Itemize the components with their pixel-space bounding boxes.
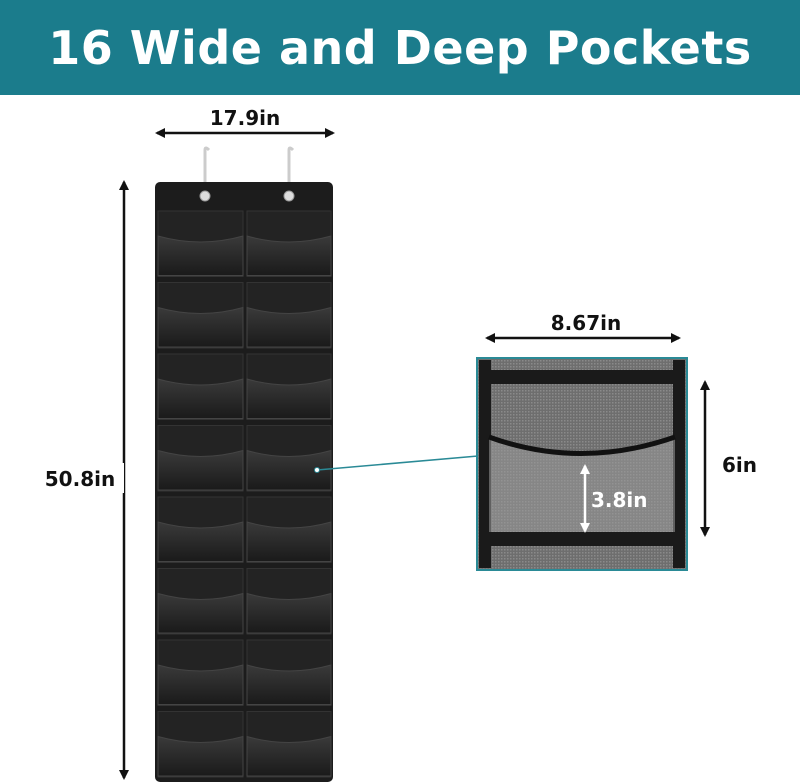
pocket: [246, 711, 332, 778]
pocket: [157, 353, 244, 420]
pocket: [157, 425, 244, 492]
height-label: 50.8in: [45, 467, 115, 491]
pocket-height-dimension: 6in: [700, 380, 757, 537]
door-hooks: [203, 146, 295, 196]
pocket-width-dimension: 8.67in: [485, 311, 681, 343]
pocket-detail: 3.8in: [476, 357, 688, 571]
pocket: [246, 496, 332, 563]
pocket-width-label: 8.67in: [551, 311, 621, 335]
height-dimension: 50.8in: [38, 180, 129, 780]
pocket: [246, 425, 332, 492]
shoe-organizer: [155, 182, 333, 782]
pocket: [246, 282, 332, 349]
width-dimension: 17.9in: [155, 106, 335, 138]
zoom-point: [314, 467, 320, 473]
pocket: [246, 210, 332, 277]
depth-label: 3.8in: [591, 488, 648, 512]
pocket: [157, 639, 244, 706]
page-title: 16 Wide and Deep Pockets: [48, 20, 752, 75]
zoom-connector: [316, 455, 479, 471]
width-label: 17.9in: [210, 106, 280, 130]
pocket: [157, 210, 244, 277]
pocket: [157, 282, 244, 349]
pocket: [157, 496, 244, 563]
pocket: [246, 639, 332, 706]
title-banner: 16 Wide and Deep Pockets: [0, 0, 800, 95]
pocket: [246, 568, 332, 635]
pocket: [157, 711, 244, 778]
pocket: [246, 353, 332, 420]
pocket: [157, 568, 244, 635]
pocket-height-label: 6in: [722, 453, 757, 477]
